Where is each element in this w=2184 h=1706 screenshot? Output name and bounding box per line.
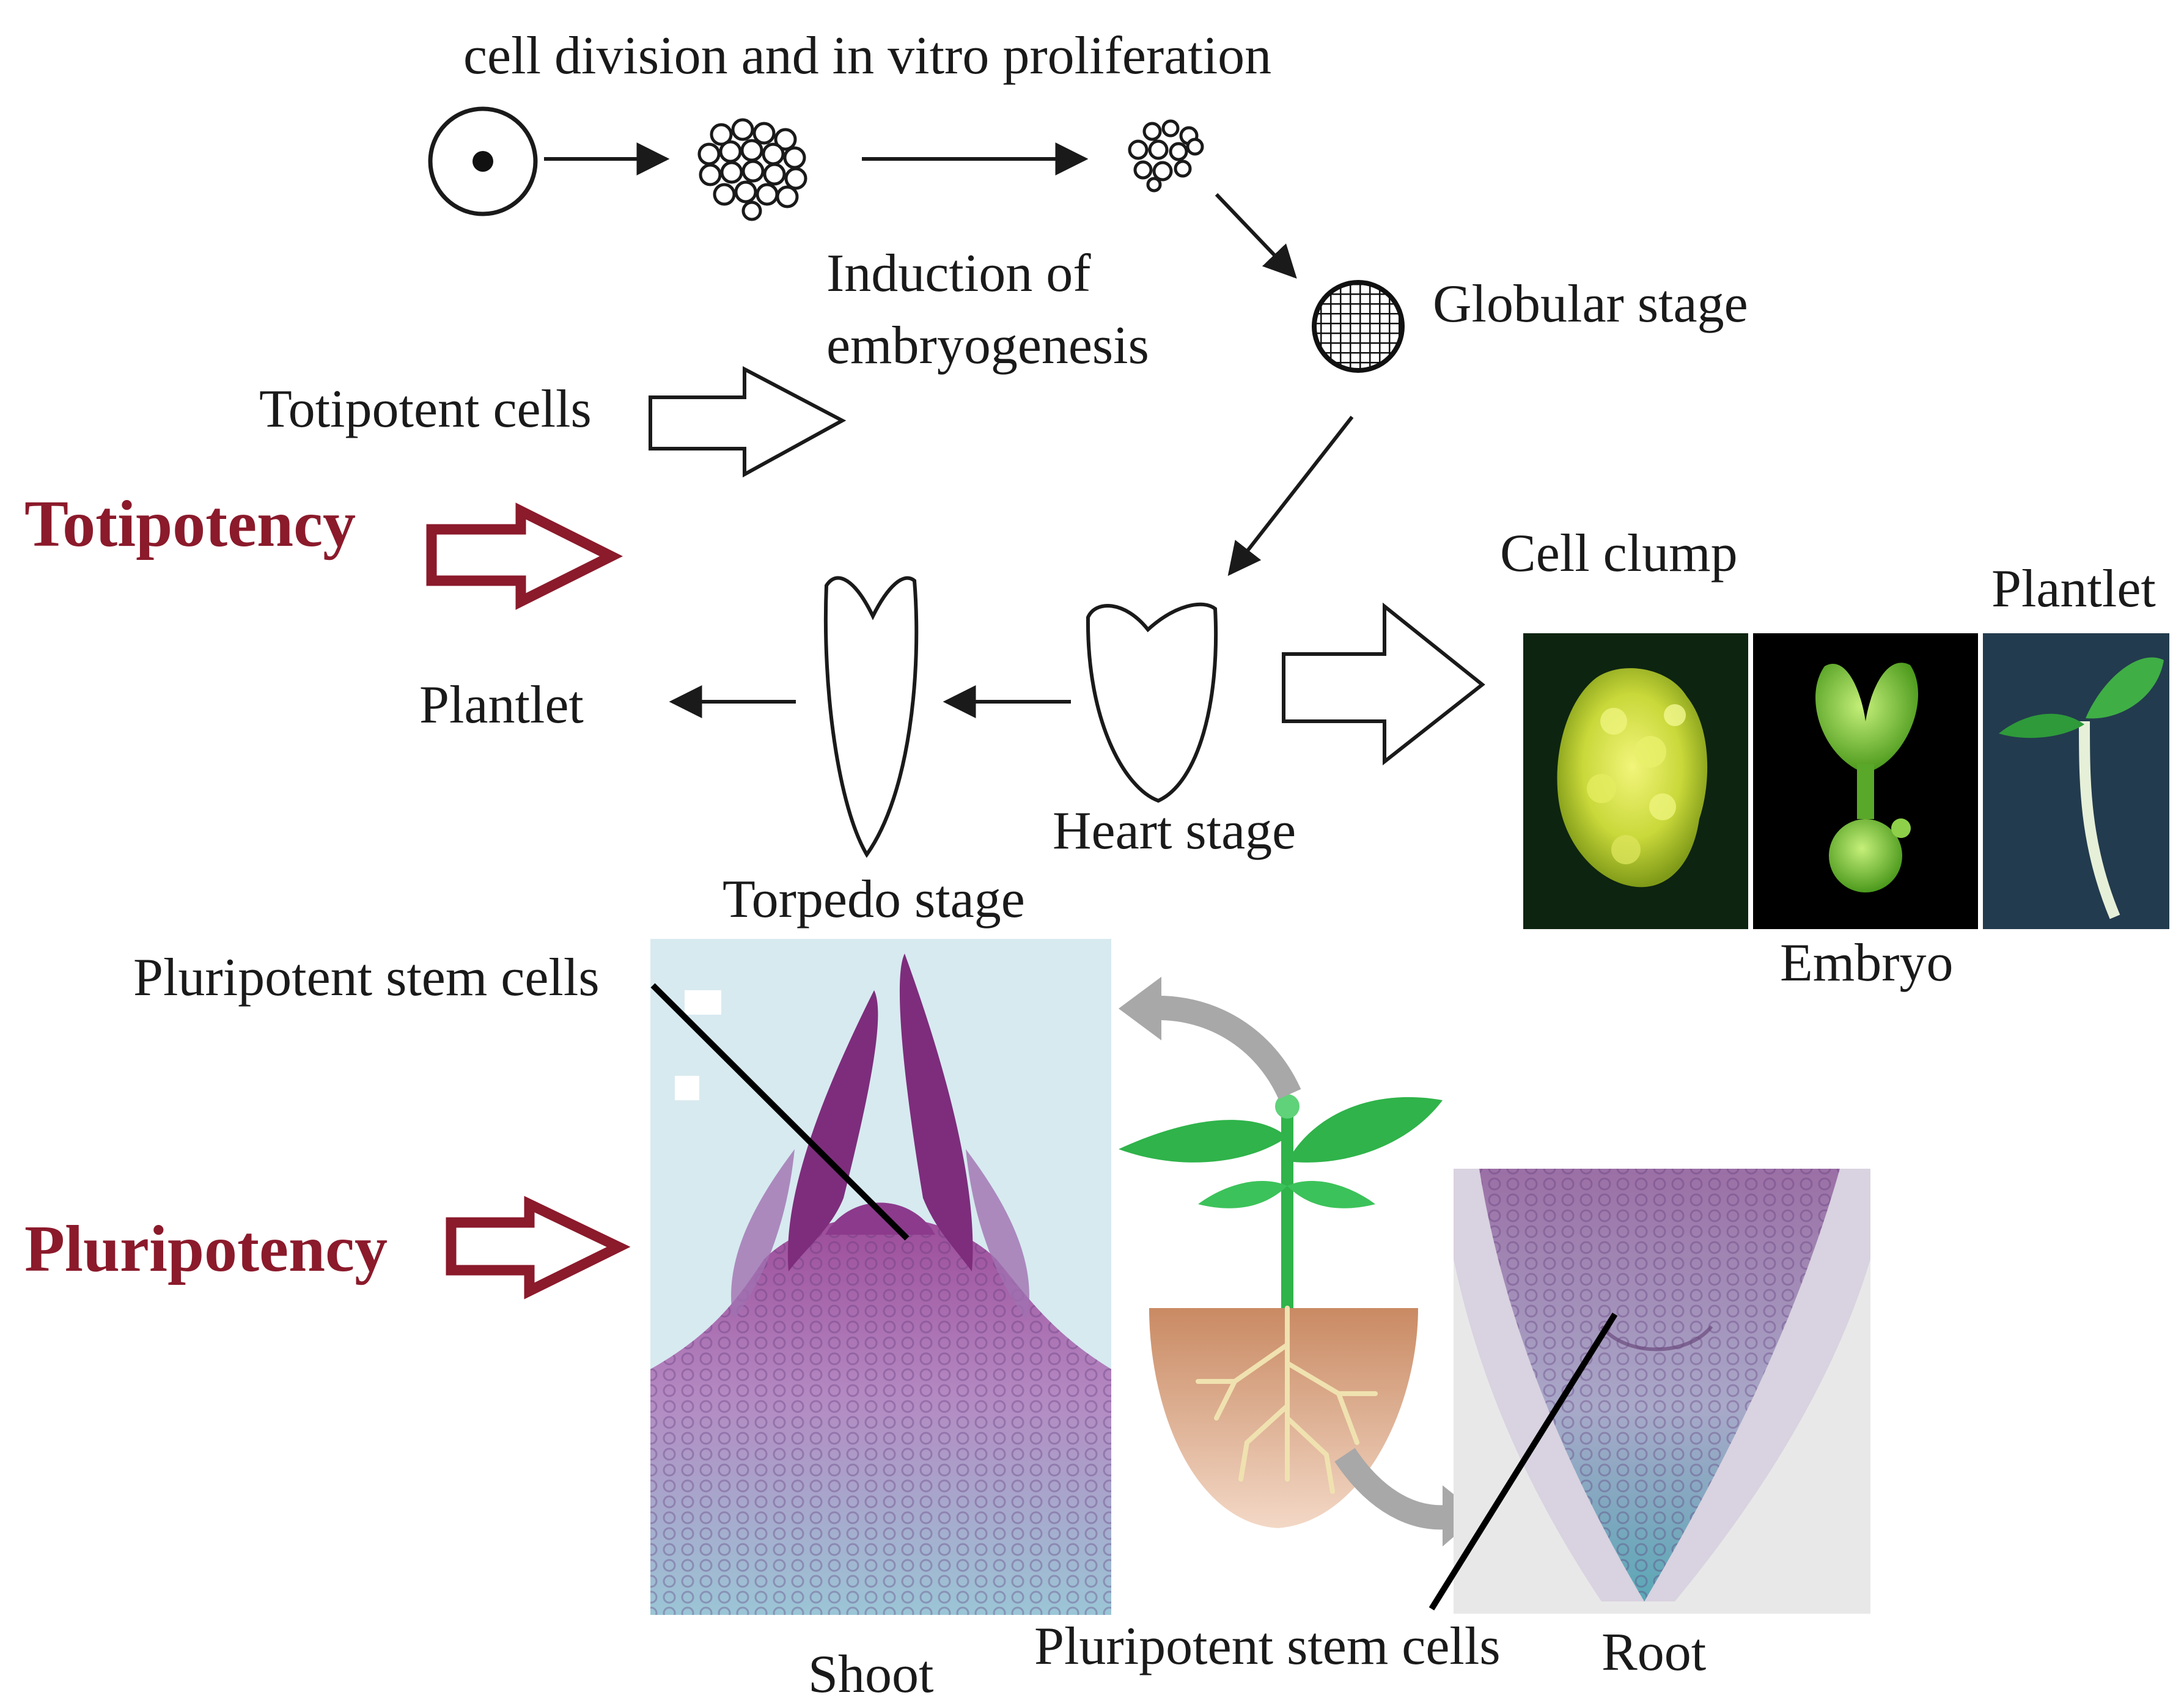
photo-embryo	[1753, 633, 1978, 929]
plant-illustration	[1119, 1094, 1443, 1528]
globular-stage-icon	[1312, 280, 1405, 373]
totipotent-hollow-arrow	[649, 366, 847, 478]
pluripotent-root-pointer	[1428, 1312, 1618, 1611]
single-cell-icon	[428, 106, 538, 216]
arrow-cluster-to-globular	[1215, 193, 1297, 279]
cell-cluster-icon	[1128, 119, 1204, 193]
shoot-micrograph	[650, 939, 1111, 1615]
cell-mass-icon	[697, 118, 807, 221]
curved-arrow-to-shoot	[1142, 995, 1301, 1100]
photo-plantlet	[1983, 633, 2169, 929]
root-micrograph	[1454, 1169, 1870, 1614]
curved-arrow-to-shoot-head	[1119, 977, 1161, 1040]
pluripotency-red-arrow	[446, 1196, 631, 1300]
arrow-globular-to-heart	[1227, 416, 1354, 576]
heart-to-photos-hollow-arrow	[1282, 602, 1485, 766]
curved-arrow-to-root	[1334, 1447, 1457, 1530]
totipotency-red-arrow	[426, 502, 623, 610]
torpedo-stage-icon	[823, 576, 919, 858]
pluripotent-shoot-pointer	[650, 983, 910, 1241]
photo-cell-clump	[1523, 633, 1748, 929]
heart-stage-icon	[1086, 602, 1218, 803]
